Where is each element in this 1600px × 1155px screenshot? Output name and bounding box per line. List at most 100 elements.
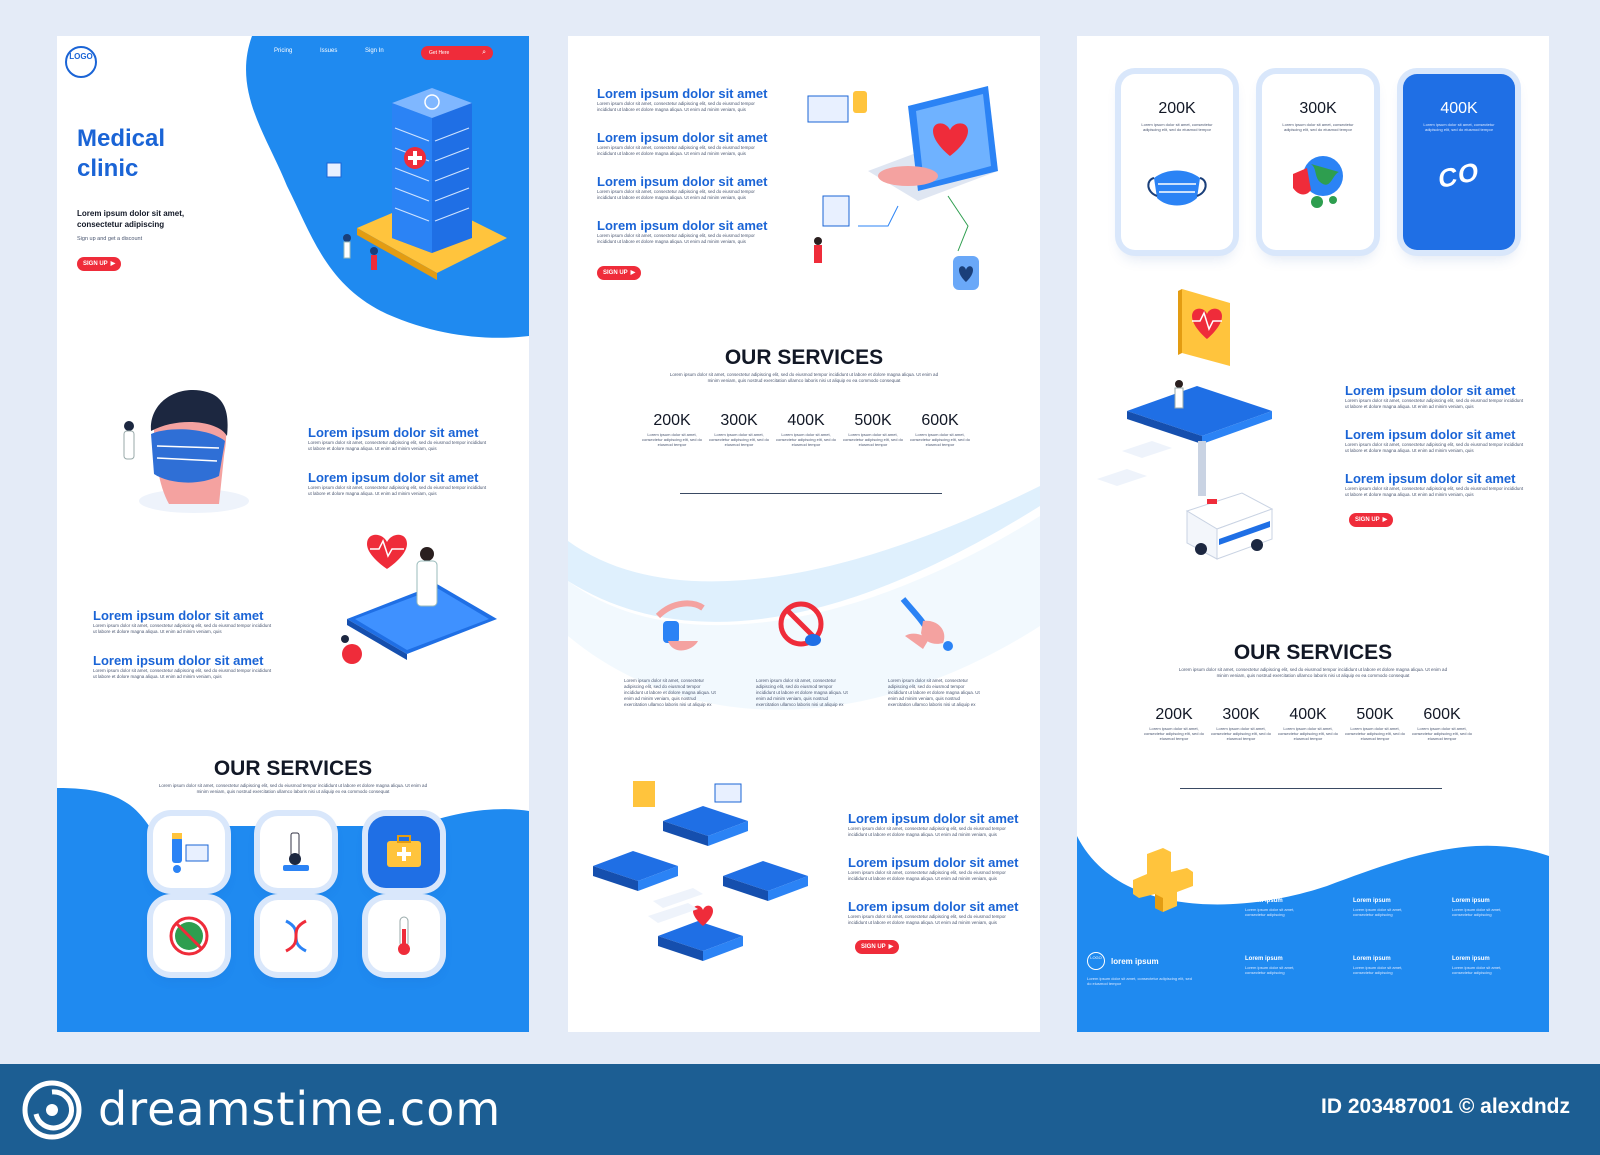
- footer-logo[interactable]: LOGO: [1087, 952, 1105, 970]
- clinic-platforms-icon: [593, 781, 808, 961]
- feature-title: Lorem ipsum dolor sit amet: [848, 855, 1019, 870]
- feature-text: Lorem ipsum dolor sit amet, consectetur …: [848, 870, 1006, 881]
- nav-pricing[interactable]: Pricing: [274, 48, 293, 54]
- footer-col-heading[interactable]: Lorem ipsum: [1353, 898, 1391, 904]
- footer-col-heading[interactable]: Lorem ipsum: [1245, 956, 1283, 962]
- footer-col-heading[interactable]: Lorem ipsum: [1452, 898, 1490, 904]
- hero-small-text: Sign up and get a discount: [77, 236, 143, 242]
- feature-text: Lorem ipsum dolor sit amet, consectetur …: [597, 145, 755, 156]
- signup-button[interactable]: SIGN UP▶: [597, 266, 642, 280]
- thermometer-icon: [398, 916, 410, 955]
- laptop-heart-icon: [807, 86, 998, 290]
- no-virus-icon: [778, 601, 824, 647]
- service-tile[interactable]: [260, 900, 332, 972]
- dreamstime-logo-icon: [22, 1080, 82, 1140]
- hero-signup-button[interactable]: SIGN UP▶: [77, 257, 122, 271]
- feature-title: Lorem ipsum dolor sit amet: [93, 608, 264, 623]
- logo[interactable]: LOGO: [65, 46, 97, 78]
- services-text: Lorem ipsum dolor sit amet, consectetur …: [158, 783, 428, 794]
- nav-issues[interactable]: Issues: [320, 48, 338, 54]
- footer-brand-text: Lorem ipsum dolor sit amet, consectetur …: [1087, 976, 1192, 986]
- footer-col-heading[interactable]: Lorem ipsum: [1353, 956, 1391, 962]
- service-tile[interactable]: [153, 816, 225, 888]
- nav-team[interactable]: Team: [230, 48, 245, 54]
- microscope-icon: [283, 832, 309, 871]
- landing-page-1: LOGO About Team Pricing Issues Sign In G…: [57, 36, 529, 1032]
- service-tile[interactable]: [153, 900, 225, 972]
- services-title: OUR SERVICES: [213, 757, 373, 780]
- hospital-building-icon: [326, 88, 507, 280]
- feature-title: Lorem ipsum dolor sit amet: [1345, 471, 1516, 486]
- services-text: Lorem ipsum dolor sit amet, consectetur …: [669, 372, 939, 383]
- feature-title: Lorem ipsum dolor sit amet: [848, 899, 1019, 914]
- plus-icon: [1133, 848, 1193, 912]
- feature-text: Lorem ipsum dolor sit amet, consectetur …: [308, 485, 487, 496]
- feature-text: Lorem ipsum dolor sit amet, consectetur …: [1345, 442, 1524, 453]
- footer-col-heading[interactable]: Lorem ipsum: [1452, 956, 1490, 962]
- footer-col-text: Lorem ipsum dolor sit amet, consectetur …: [1245, 907, 1295, 917]
- icon-text: Lorem ipsum dolor sit amet, consectetur …: [756, 678, 848, 707]
- feature-title: Lorem ipsum dolor sit amet: [597, 86, 768, 101]
- logo-text: LOGO: [69, 52, 93, 61]
- watermark-id: ID 203487001 © alexdndz: [1321, 1095, 1570, 1118]
- nav-sign-in[interactable]: Sign In: [365, 48, 384, 54]
- icon-text: Lorem ipsum dolor sit amet, consectetur …: [624, 678, 716, 707]
- footer-col-text: Lorem ipsum dolor sit amet, consectetur …: [1245, 965, 1295, 975]
- feature-text: Lorem ipsum dolor sit amet, consectetur …: [597, 233, 755, 244]
- service-tile[interactable]: [368, 816, 440, 888]
- feature-text: Lorem ipsum dolor sit amet, consectetur …: [93, 668, 272, 679]
- watermark-brand: dreamstime.com: [98, 1082, 502, 1136]
- divider-line: [680, 493, 942, 494]
- feature-text: Lorem ipsum dolor sit amet, consectetur …: [597, 101, 755, 112]
- watermark-bar: dreamstime.com ID 203487001 © alexdndz: [0, 1064, 1600, 1155]
- divider-line: [1180, 788, 1442, 789]
- signup-button[interactable]: SIGN UP▶: [855, 940, 900, 954]
- handwash-icon: [900, 597, 953, 651]
- mask-icon: [1147, 170, 1207, 206]
- medkit-icon: [387, 835, 421, 867]
- get-here-label: Get Here: [429, 50, 450, 56]
- footer-brand-name: lorem ipsum: [1111, 956, 1159, 966]
- feature-title: Lorem ipsum dolor sit amet: [1345, 427, 1516, 442]
- signup-button[interactable]: SIGN UP▶: [1349, 513, 1394, 527]
- feature-text: Lorem ipsum dolor sit amet, consectetur …: [597, 189, 755, 200]
- feature-title: Lorem ipsum dolor sit amet: [597, 218, 768, 233]
- footer-background: [1077, 836, 1549, 1032]
- feature-title: Lorem ipsum dolor sit amet: [597, 174, 768, 189]
- icon-text: Lorem ipsum dolor sit amet, consectetur …: [888, 678, 980, 707]
- heart-sign-icon: [1097, 289, 1272, 496]
- feature-text: Lorem ipsum dolor sit amet, consectetur …: [848, 914, 1006, 925]
- footer-col-heading[interactable]: Lorem ipsum: [1245, 898, 1283, 904]
- nav-about[interactable]: About: [184, 48, 200, 54]
- feature-text: Lorem ipsum dolor sit amet, consectetur …: [1345, 486, 1524, 497]
- get-here-button[interactable]: Get Here⌕: [421, 46, 493, 60]
- ambulance-icon: [1185, 492, 1274, 560]
- virus-icon: [169, 916, 209, 956]
- feature-text: Lorem ipsum dolor sit amet, consectetur …: [93, 623, 272, 634]
- services-title: OUR SERVICES: [1233, 641, 1393, 664]
- footer-col-text: Lorem ipsum dolor sit amet, consectetur …: [1452, 907, 1502, 917]
- globe-virus-icon: [1293, 156, 1343, 208]
- service-tile[interactable]: [260, 816, 332, 888]
- feature-title: Lorem ipsum dolor sit amet: [848, 811, 1019, 826]
- feature-title: Lorem ipsum dolor sit amet: [93, 653, 264, 668]
- service-tile[interactable]: [368, 900, 440, 972]
